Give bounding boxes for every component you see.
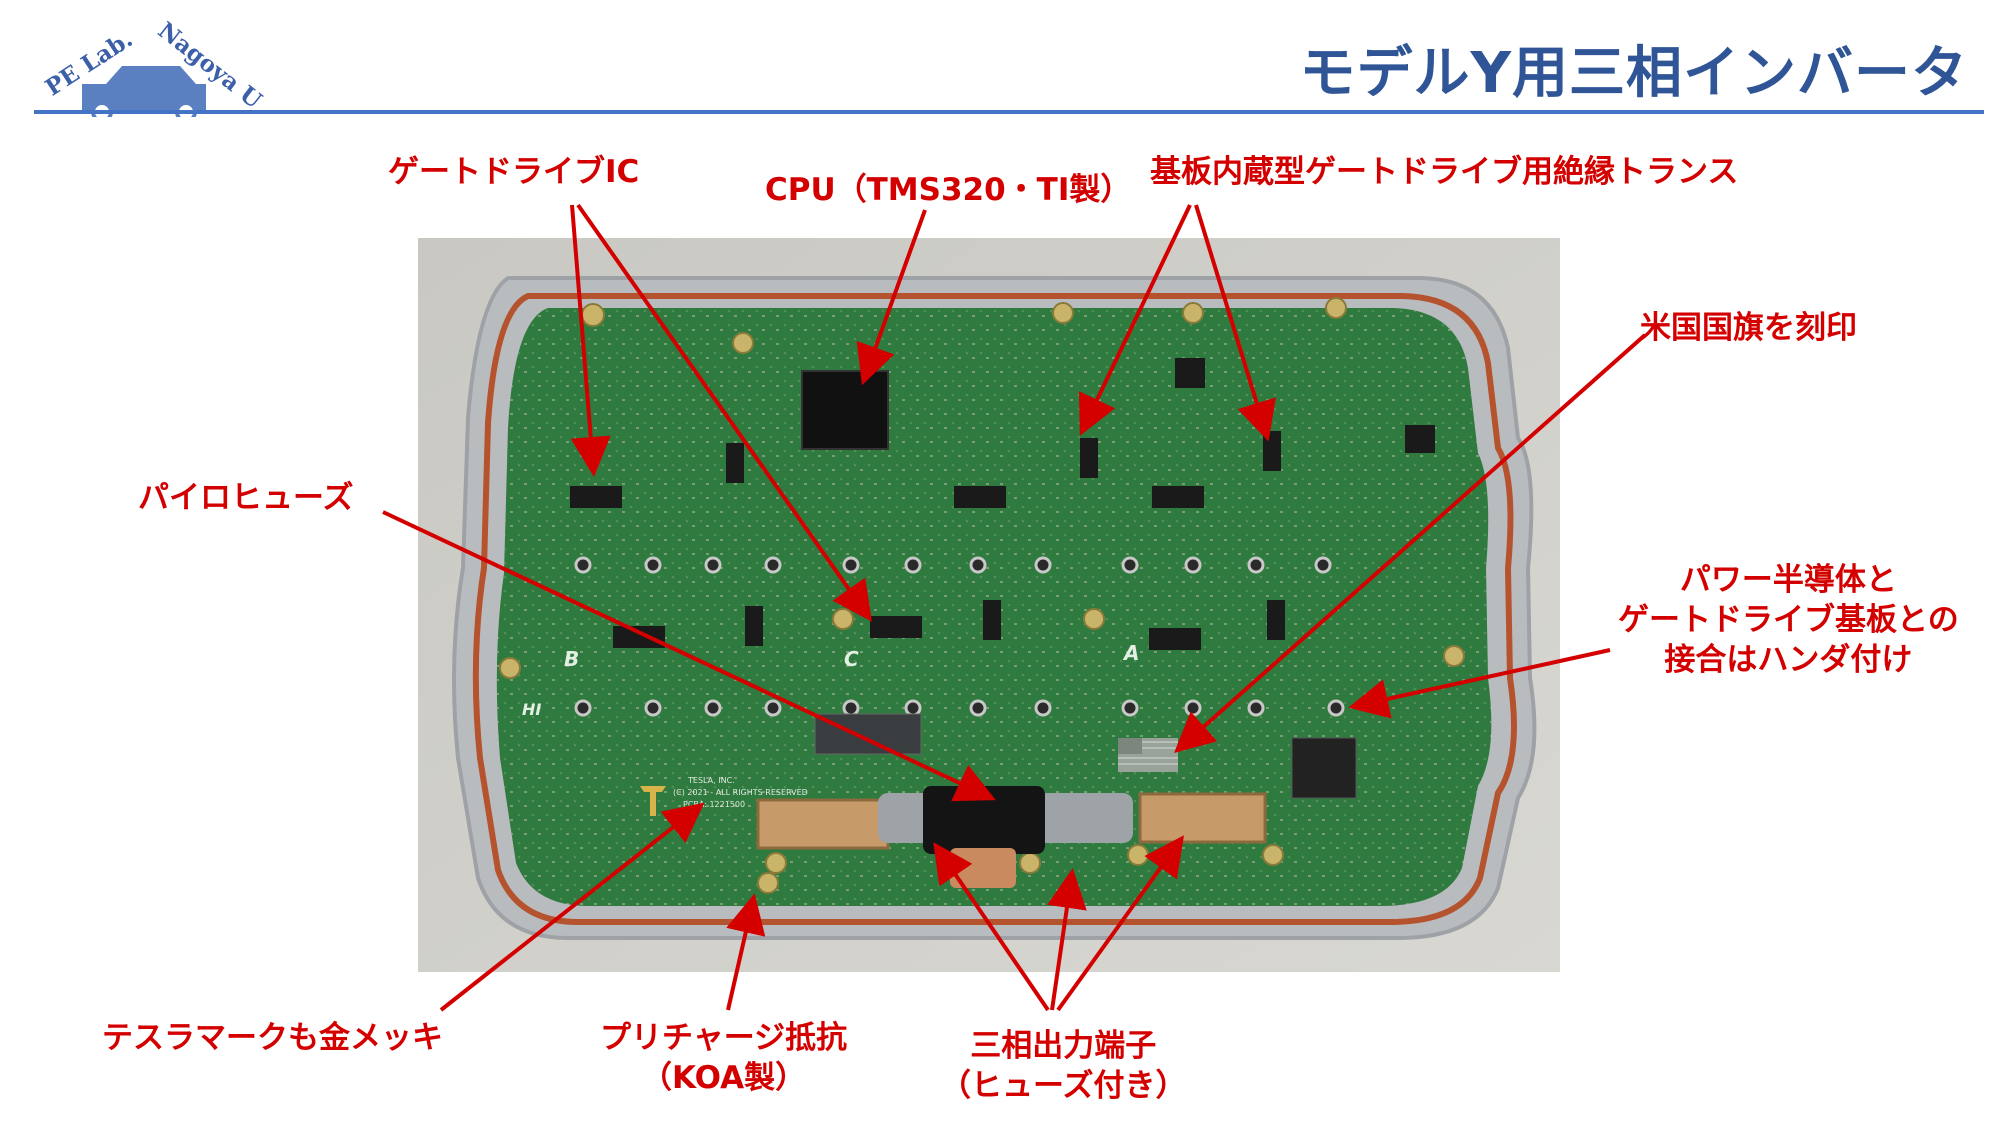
board-label-a: A <box>1122 641 1139 665</box>
callout-us-flag: 米国国旗を刻印 <box>1640 310 1857 346</box>
callout-tesla-mark: テスラマークも金メッキ <box>102 1020 443 1056</box>
silkscreen-line-1: TESLA, INC. <box>687 776 735 785</box>
callout-precharge-resistor: プリチャージ抵抗 （KOA製） <box>600 1018 847 1098</box>
callout-cpu: CPU（TMS320・TI製） <box>765 172 1132 208</box>
callout-pyro-fuse: パイロヒューズ <box>138 480 354 516</box>
callout-power-semi-line-1: パワー半導体と <box>1679 562 1897 598</box>
callout-output-terminal-line-1: 三相出力端子 <box>970 1028 1157 1064</box>
header-divider <box>34 110 1984 114</box>
tesla-mark-icon <box>640 786 666 816</box>
page-title: モデルY用三相インバータ <box>1299 41 1968 106</box>
callout-isolation-transformer: 基板内蔵型ゲートドライブ用絶縁トランス <box>1150 154 1739 190</box>
silkscreen-line-3: PCBA: 1221500 <box>683 800 745 809</box>
callout-precharge-line-1: プリチャージ抵抗 <box>600 1020 848 1056</box>
callout-precharge-line-2: （KOA製） <box>640 1060 807 1096</box>
us-flag-icon <box>1118 738 1178 772</box>
board-label-c: C <box>844 647 859 671</box>
silkscreen-line-2: (C) 2021 - ALL RIGHTS RESERVED <box>673 788 808 797</box>
board-label-b: B <box>564 647 579 671</box>
inverter-board-photo: B C A HI TESLA, INC. (C) 2021 - ALL RIGH… <box>418 238 1560 972</box>
board-label-hi: HI <box>522 700 541 719</box>
callout-gate-driver-ic: ゲートドライブIC <box>388 154 640 190</box>
callout-power-semi-line-2: ゲートドライブ基板との <box>1618 602 1959 638</box>
callout-power-semi-solder: パワー半導体と ゲートドライブ基板との 接合はハンダ付け <box>1618 560 1959 680</box>
callout-output-terminal-line-2: （ヒューズ付き） <box>940 1068 1187 1104</box>
pe-lab-logo: PE Lab. Nagoya U <box>30 17 267 123</box>
callout-power-semi-line-3: 接合はハンダ付け <box>1664 642 1913 678</box>
callout-output-terminal: 三相出力端子 （ヒューズ付き） <box>940 1026 1186 1106</box>
